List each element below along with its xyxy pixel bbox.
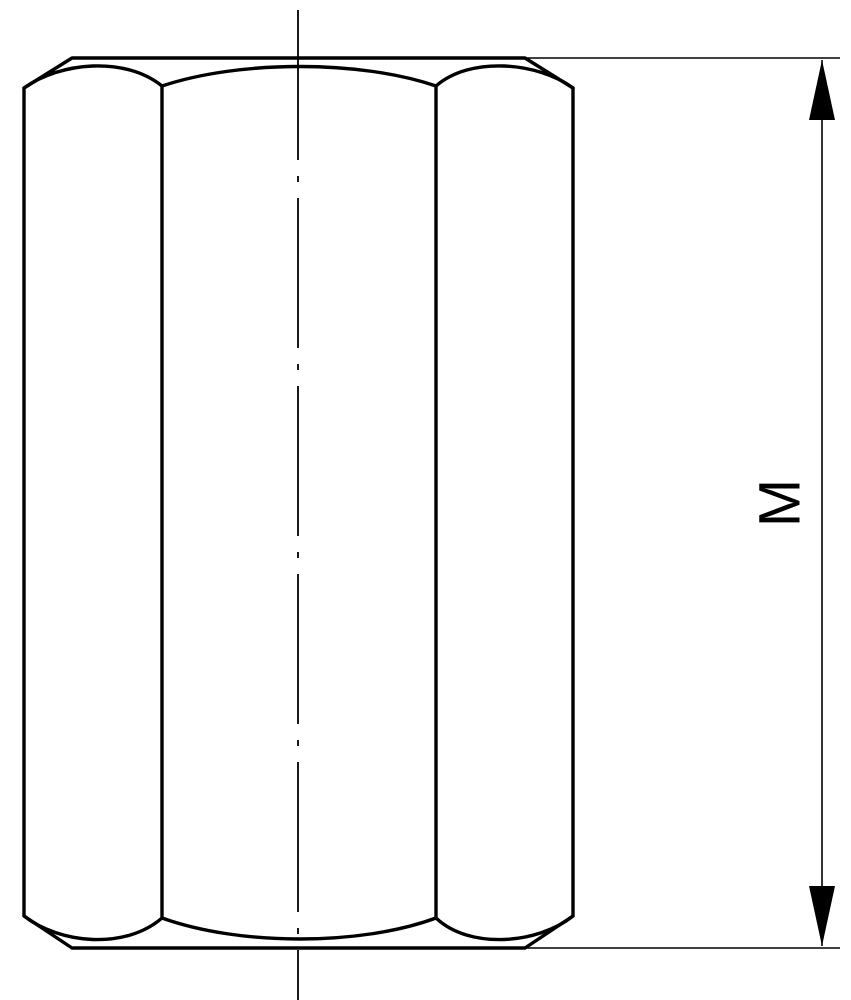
top-chamfer-arc-left	[22, 64, 164, 90]
dimension-arrow-bottom	[809, 886, 835, 946]
bottom-chamfer-arc-center	[160, 916, 438, 941]
bottom-chamfer-arc-right	[434, 914, 575, 942]
dimension-arrow-top	[809, 60, 835, 120]
bottom-chamfer-arc-left	[22, 914, 164, 942]
dimension-label: M	[747, 479, 812, 527]
top-chamfer-arc-right	[434, 64, 575, 90]
top-chamfer-arc-center	[160, 64, 438, 88]
